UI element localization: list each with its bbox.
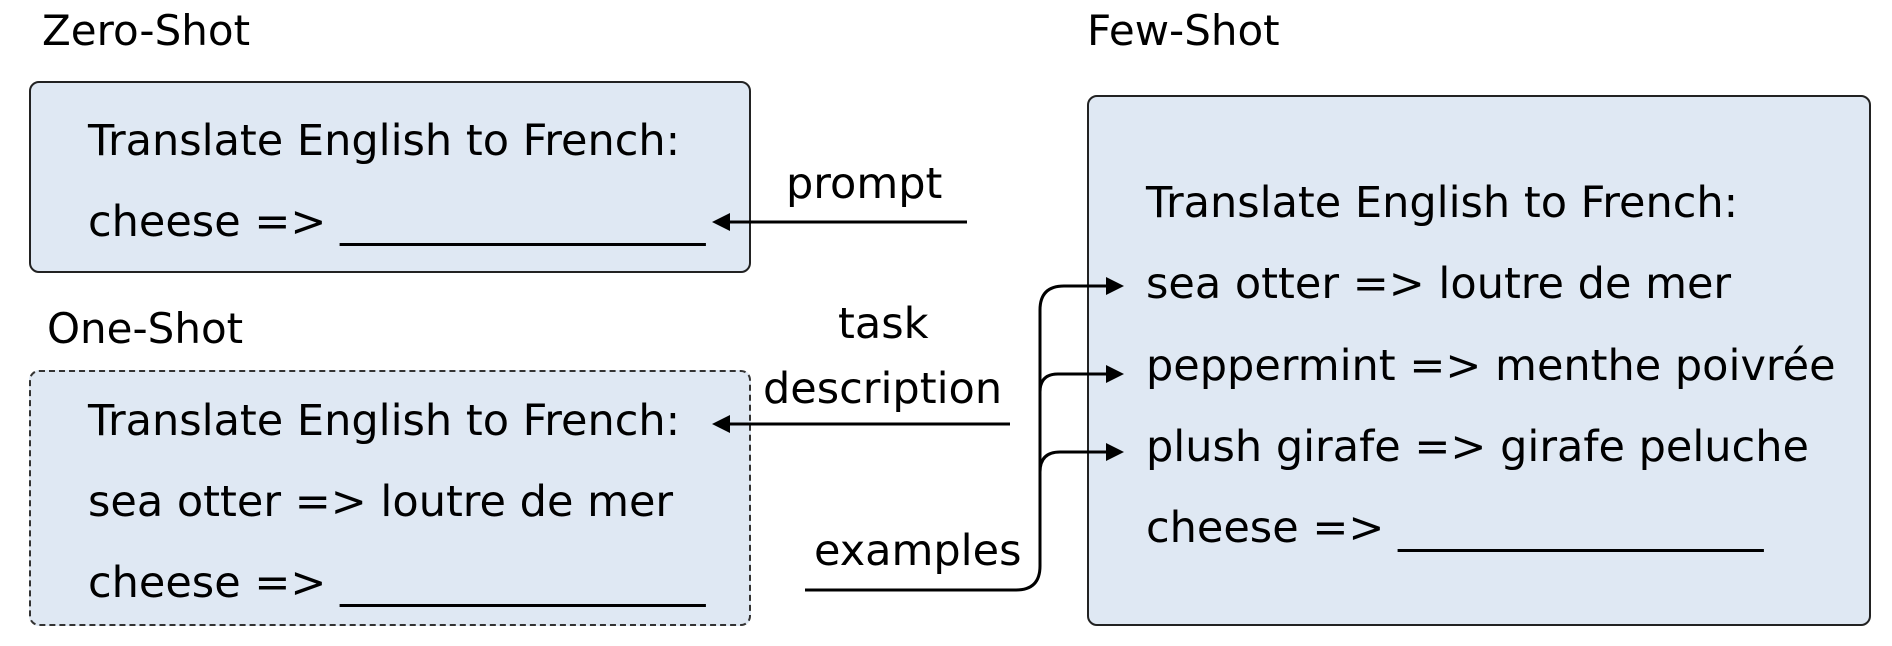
one-shot-query: cheese => _________________ [88,558,706,608]
few-shot-example-3: plush girafe => girafe peluche [1146,422,1809,472]
task-description-arrow [712,415,1010,433]
one-shot-example: sea otter => loutre de mer [88,477,674,527]
few-shot-query: cheese => _________________ [1146,503,1764,553]
few-shot-example-2: peppermint => menthe poivrée [1146,341,1836,391]
one-shot-title: One-Shot [47,304,244,353]
zero-shot-title: Zero-Shot [42,6,251,55]
zero-shot-box: Translate English to French: cheese => _… [29,81,751,273]
zero-shot-query: cheese => _________________ [88,197,706,247]
examples-arrowhead-2 [1106,365,1124,383]
zero-shot-instruction: Translate English to French: [88,116,681,166]
examples-label: examples [814,526,1022,576]
prompt-arrow [712,213,967,231]
prompt-label: prompt [786,159,943,209]
examples-arrowhead-3 [1106,443,1124,461]
one-shot-instruction: Translate English to French: [88,396,681,446]
task-label: task [838,299,929,349]
examples-arrowhead-1 [1106,277,1124,295]
description-label: description [763,364,1003,414]
examples-connector [805,284,1108,592]
few-shot-instruction: Translate English to French: [1146,178,1739,228]
few-shot-example-1: sea otter => loutre de mer [1146,259,1732,309]
few-shot-box: Translate English to French: sea otter =… [1087,95,1871,626]
one-shot-box: Translate English to French: sea otter =… [29,370,751,626]
few-shot-title: Few-Shot [1087,6,1280,55]
